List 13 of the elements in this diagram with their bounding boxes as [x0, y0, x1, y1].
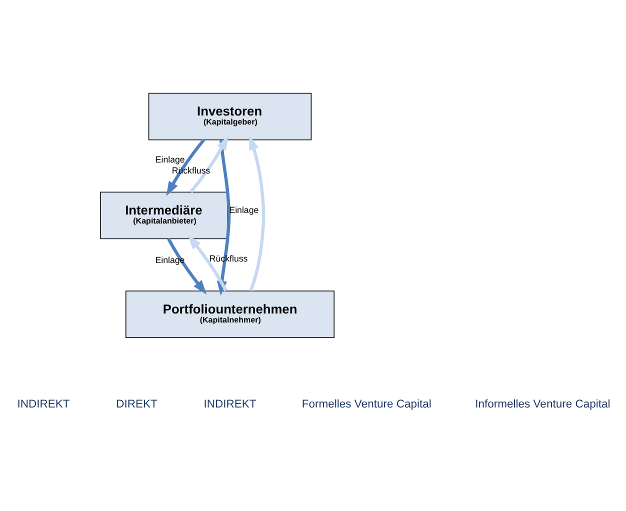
arrow	[188, 234, 228, 291]
arrow	[166, 138, 206, 196]
node-box: Investoren (Kapitalgeber)	[148, 92, 312, 140]
node-box: Portfoliounternehmen (Kapitalnehmer)	[126, 290, 334, 338]
node-box: Intermediäre (Kapitalanbieter)	[100, 191, 228, 239]
label: DIREKT	[116, 398, 158, 410]
label: INDIREKT	[17, 398, 70, 410]
label: Formelles Venture Capital	[302, 398, 432, 410]
edge-label: Einlage	[155, 154, 185, 164]
arrow	[249, 135, 266, 291]
label: Informelles Venture Capital	[475, 398, 610, 410]
label: INDIREKT	[204, 398, 256, 410]
arrow	[167, 238, 207, 294]
